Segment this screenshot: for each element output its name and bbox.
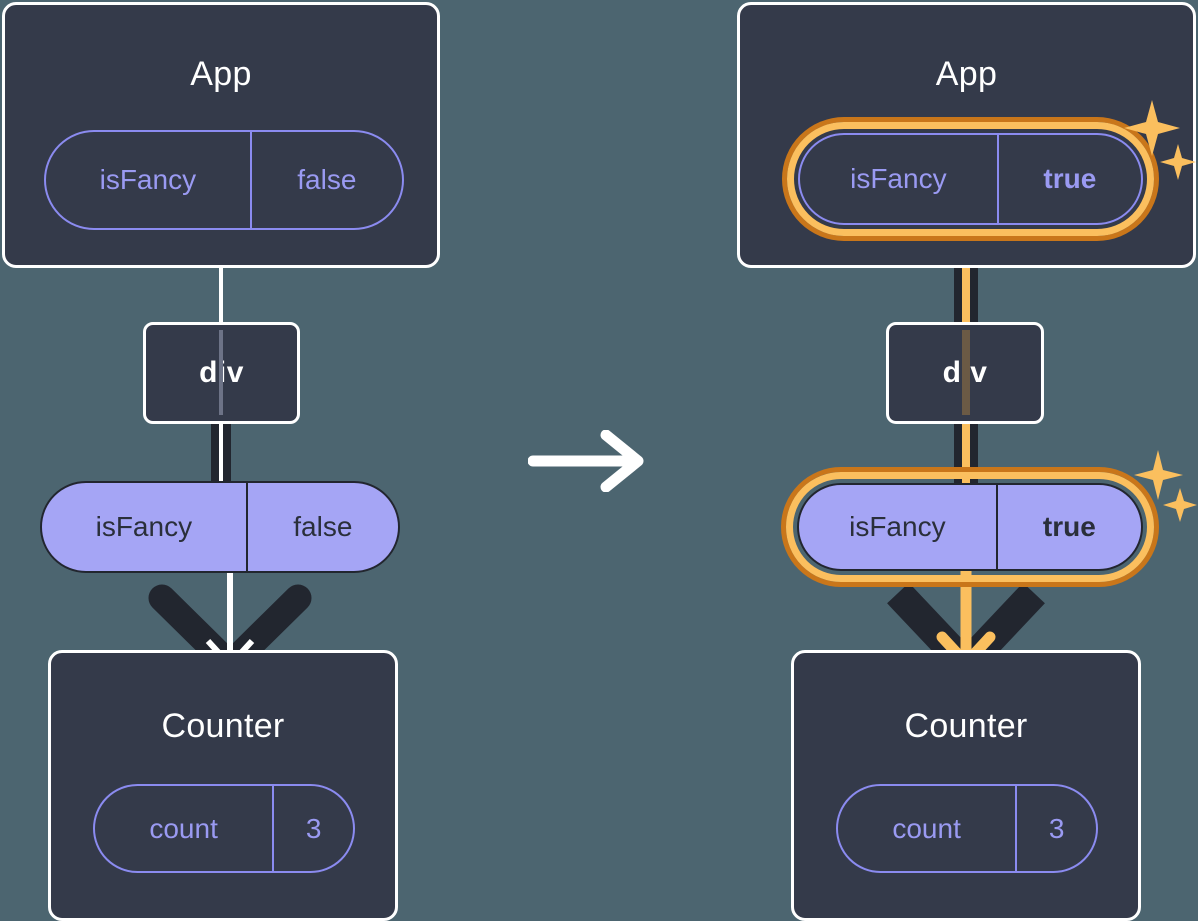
connector-through-div-before	[219, 330, 223, 415]
counter-state-key-after: count	[892, 812, 961, 844]
app-title-after: App	[935, 55, 998, 93]
counter-state-key-before: count	[149, 812, 218, 844]
prop-value-after: true	[995, 485, 1141, 569]
transition-arrow	[527, 429, 648, 493]
counter-state-value-after: 3	[1015, 786, 1096, 871]
app-state-value-before: false	[249, 132, 402, 228]
prop-value-before: false	[245, 483, 398, 571]
counter-box-before: Counter count 3	[48, 650, 398, 921]
sparkles-prop-after	[1134, 448, 1198, 524]
counter-title-after: Counter	[904, 707, 1028, 745]
app-state-pill-after: isFancy true	[798, 133, 1143, 225]
counter-state-pill-after: count 3	[836, 784, 1098, 873]
connector-app-to-div-before	[219, 262, 223, 326]
connector-through-div-after	[962, 330, 970, 415]
counter-state-pill-before: count 3	[93, 784, 355, 873]
app-state-pill-before: isFancy false	[44, 130, 404, 230]
app-state-key-after: isFancy	[850, 163, 947, 194]
prop-pill-after: isFancy true	[797, 483, 1143, 571]
connector-div-to-prop-after-inner	[962, 420, 970, 486]
arrow-right-icon	[527, 429, 644, 493]
app-state-key-before: isFancy	[99, 164, 197, 195]
sparkle-large-icon	[1124, 100, 1180, 156]
sparkle-small-icon	[1160, 144, 1196, 180]
highlight-ring-prop-after	[786, 472, 1154, 582]
sparkles-app-after	[1124, 98, 1198, 184]
app-title-before: App	[190, 55, 252, 93]
app-box-before: App isFancy false	[2, 2, 440, 268]
highlight-ring-app-state-after	[787, 122, 1154, 236]
connector-div-to-prop-inner-before	[219, 420, 223, 486]
sparkle-small-icon	[1163, 488, 1197, 522]
counter-state-value-before: 3	[272, 786, 353, 871]
counter-box-after: Counter count 3	[791, 650, 1141, 921]
connector-app-to-div-after-inner	[962, 214, 970, 326]
prop-key-before: isFancy	[95, 511, 193, 542]
app-state-value-after: true	[996, 135, 1141, 223]
prop-key-after: isFancy	[849, 511, 946, 542]
prop-pill-before: isFancy false	[40, 481, 400, 573]
counter-title-before: Counter	[161, 707, 285, 745]
sparkle-large-icon	[1134, 450, 1183, 500]
